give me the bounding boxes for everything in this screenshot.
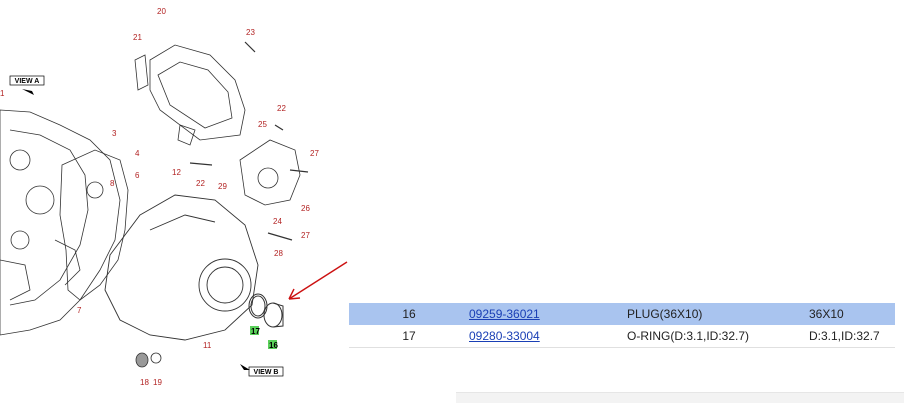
part-number-cell: 17 xyxy=(349,325,469,348)
table-row[interactable]: 16 09259-36021 PLUG(36X10) 36X10 xyxy=(349,303,895,325)
callout-26: 26 xyxy=(301,204,310,213)
callout-4: 4 xyxy=(135,149,140,158)
callout-12: 12 xyxy=(172,168,181,177)
callout-1: 1 xyxy=(0,89,5,98)
part-name-cell: O-RING(D:3.1,ID:32.7) xyxy=(627,325,809,348)
callout-17: 17 xyxy=(251,327,260,336)
part-size-cell: D:3.1,ID:32.7 xyxy=(809,325,895,348)
callout-29: 29 xyxy=(218,182,227,191)
callout-19: 19 xyxy=(153,378,162,387)
callout-28: 28 xyxy=(274,249,283,258)
callout-8: 8 xyxy=(110,179,115,188)
bottom-strip xyxy=(456,392,904,403)
callout-24: 24 xyxy=(273,217,282,226)
svg-text:VIEW A: VIEW A xyxy=(15,78,40,85)
callout-11: 11 xyxy=(203,341,212,350)
callout-20: 20 xyxy=(157,7,166,16)
generator-cover-drawing xyxy=(104,194,259,341)
callout-18: 18 xyxy=(140,378,149,387)
callout-27: 27 xyxy=(310,149,319,158)
callout-numbers: 20 21 23 22 25 27 3 4 12 6 8 22 29 26 24… xyxy=(0,7,319,387)
part-code-cell: 09259-36021 xyxy=(469,303,627,325)
callout-27b: 27 xyxy=(301,231,310,240)
sprocket-cover-drawing xyxy=(134,44,246,146)
svg-text:VIEW B: VIEW B xyxy=(254,369,279,376)
bolts-drawing xyxy=(189,41,309,241)
part-code-cell: 09280-33004 xyxy=(469,325,627,348)
engine-block-drawing xyxy=(0,109,121,336)
callout-21: 21 xyxy=(133,33,142,42)
parts-table: 16 09259-36021 PLUG(36X10) 36X10 17 0928… xyxy=(349,303,895,348)
part-number-cell: 16 xyxy=(349,303,469,325)
view-b-label: VIEW B xyxy=(240,364,284,377)
small-cover-drawing xyxy=(239,139,301,206)
callout-22b: 22 xyxy=(196,179,205,188)
view-a-label: VIEW A xyxy=(9,75,45,95)
gasket-drawing xyxy=(59,149,129,301)
part-code-link[interactable]: 09280-33004 xyxy=(469,329,540,343)
callout-6: 6 xyxy=(135,171,140,180)
red-arrow xyxy=(288,261,348,300)
callout-3: 3 xyxy=(112,129,117,138)
part-code-link[interactable]: 09259-36021 xyxy=(469,307,540,321)
callout-23: 23 xyxy=(246,28,255,37)
table-row[interactable]: 17 09280-33004 O-RING(D:3.1,ID:32.7) D:3… xyxy=(349,325,895,348)
plug-drawing xyxy=(263,302,284,328)
washers-drawing xyxy=(135,352,162,368)
part-name-cell: PLUG(36X10) xyxy=(627,303,809,325)
exploded-parts-diagram: VIEW A VIEW B 20 21 23 22 25 27 3 4 12 6… xyxy=(0,7,348,387)
callout-22: 22 xyxy=(277,104,286,113)
callout-16: 16 xyxy=(269,341,278,350)
callout-25: 25 xyxy=(258,120,267,129)
part-size-cell: 36X10 xyxy=(809,303,895,325)
callout-7: 7 xyxy=(77,306,82,315)
